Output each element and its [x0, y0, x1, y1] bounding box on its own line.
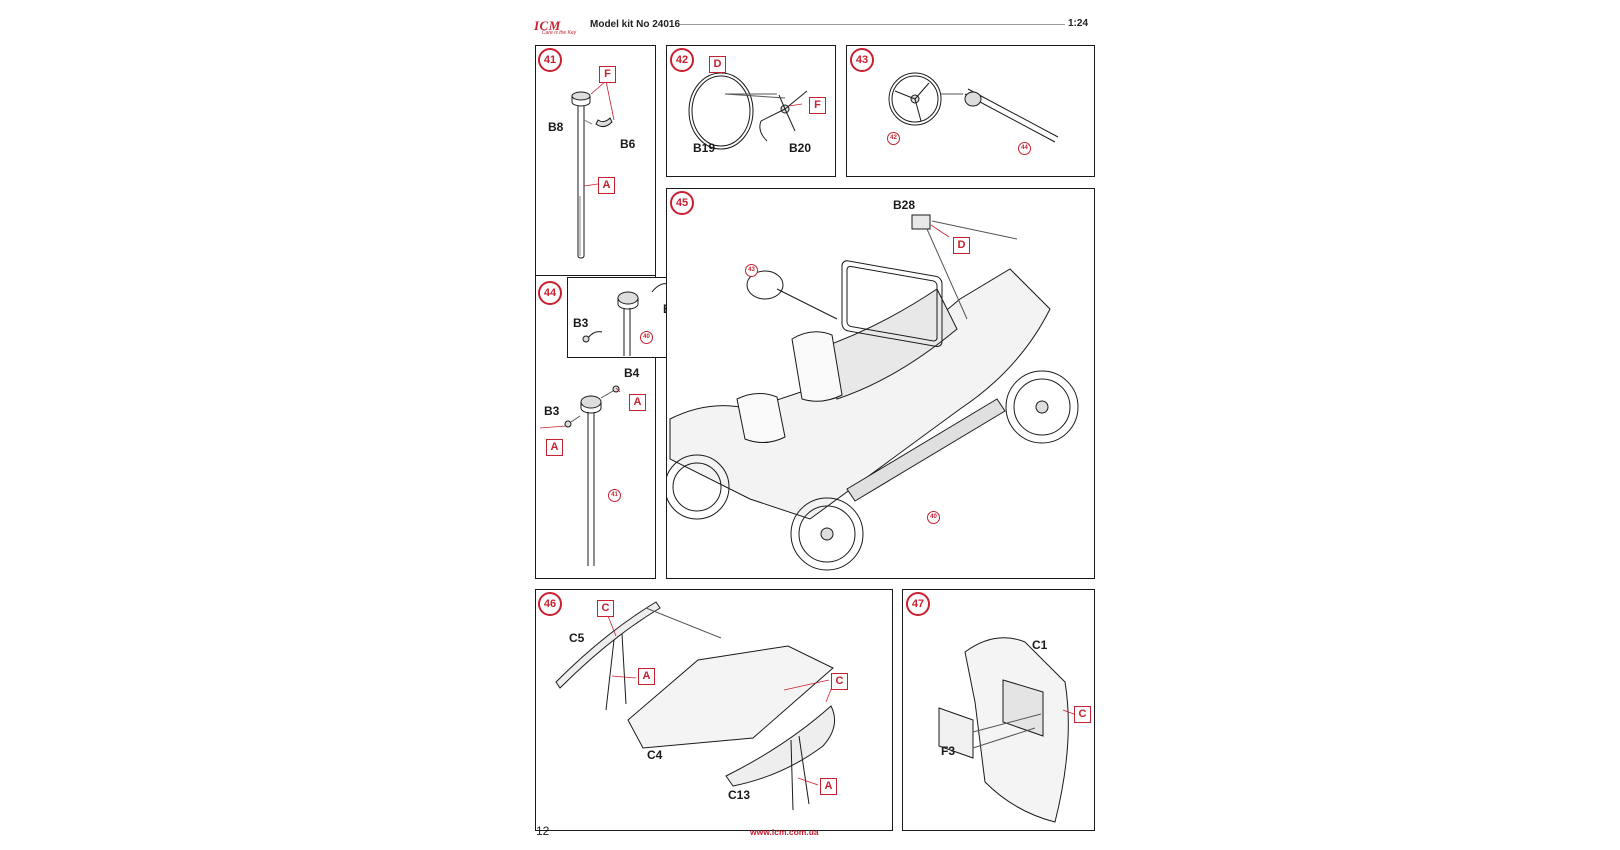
scale-label: 1:24	[1068, 18, 1089, 29]
step-45-panel: 45 B28 D 43 40	[666, 188, 1095, 579]
website-link[interactable]: www.icm.com.ua	[750, 827, 819, 837]
part-label-c13: C13	[728, 788, 751, 802]
ref-step-42: 42	[887, 132, 900, 145]
part-label-b3: B3	[573, 316, 589, 330]
steering-column-drawing	[571, 80, 615, 259]
part-tag-d: D	[709, 56, 726, 73]
part-tag-c: C	[831, 673, 848, 690]
part-tag-c: C	[597, 600, 614, 617]
part-label-b20: B20	[789, 141, 812, 155]
ref-step-41: 41	[608, 489, 621, 502]
part-label-b19: B19	[693, 141, 716, 155]
step-41-badge: 41	[538, 48, 562, 72]
steering-wheel-drawing	[688, 72, 808, 150]
page-number: 12	[536, 824, 550, 838]
part-label-b6: B6	[620, 137, 636, 151]
step-46-panel: 46 C C5 A C C4 A C13	[535, 589, 893, 831]
part-label-b28: B28	[893, 198, 916, 212]
step-42-panel: 42 D F B19 B20	[666, 45, 836, 177]
seat-back-assembly-drawing	[938, 637, 1086, 823]
part-tag-a: A	[820, 778, 837, 795]
wheel-column-assembly-drawing	[888, 72, 1059, 143]
part-tag-a: A	[638, 668, 655, 685]
part-tag-f: F	[599, 66, 616, 83]
step-42-badge: 42	[670, 48, 694, 72]
part-tag-a: A	[546, 439, 563, 456]
logo-tagline: Care is the Key	[542, 30, 577, 36]
part-tag-d: D	[953, 237, 970, 254]
step-41-panel: 41 F B8 B6 A	[535, 45, 656, 277]
part-label-c5: C5	[569, 631, 585, 645]
header-rule	[680, 24, 1065, 25]
roof-assembly-drawing	[555, 601, 836, 811]
part-tag-f: F	[809, 97, 826, 114]
logo-text: ICM	[534, 18, 561, 33]
part-label-c1: C1	[1032, 638, 1048, 652]
part-label-c4: C4	[647, 748, 663, 762]
ref-step-40: 40	[927, 511, 940, 524]
ref-step-40: 40	[640, 331, 653, 344]
part-label-b4: B4	[624, 366, 640, 380]
ref-step-44: 44	[1018, 142, 1031, 155]
step-43-badge: 43	[850, 48, 874, 72]
part-label-f3: F3	[941, 744, 956, 758]
step-44-badge: 44	[538, 281, 562, 305]
part-tag-a: A	[598, 177, 615, 194]
step-45-badge: 45	[670, 191, 694, 215]
part-tag-a: A	[629, 394, 646, 411]
step-47-badge: 47	[906, 592, 930, 616]
ref-step-43: 43	[745, 264, 758, 277]
step-43-panel: 43 42 44	[846, 45, 1095, 177]
step-46-badge: 46	[538, 592, 562, 616]
car-body-assembly-drawing	[667, 214, 1079, 571]
part-label-b8: B8	[548, 120, 564, 134]
step-44-detail-inset: B4 B3 40	[567, 277, 682, 358]
column-controls-drawing	[539, 385, 621, 566]
part-tag-c: C	[1074, 706, 1091, 723]
part-label-b3: B3	[544, 404, 560, 418]
icm-logo: ICM Care is the Key	[534, 17, 578, 36]
kit-title: Model kit No 24016	[590, 19, 681, 30]
step-47-panel: 47 C1 C F3	[902, 589, 1095, 831]
